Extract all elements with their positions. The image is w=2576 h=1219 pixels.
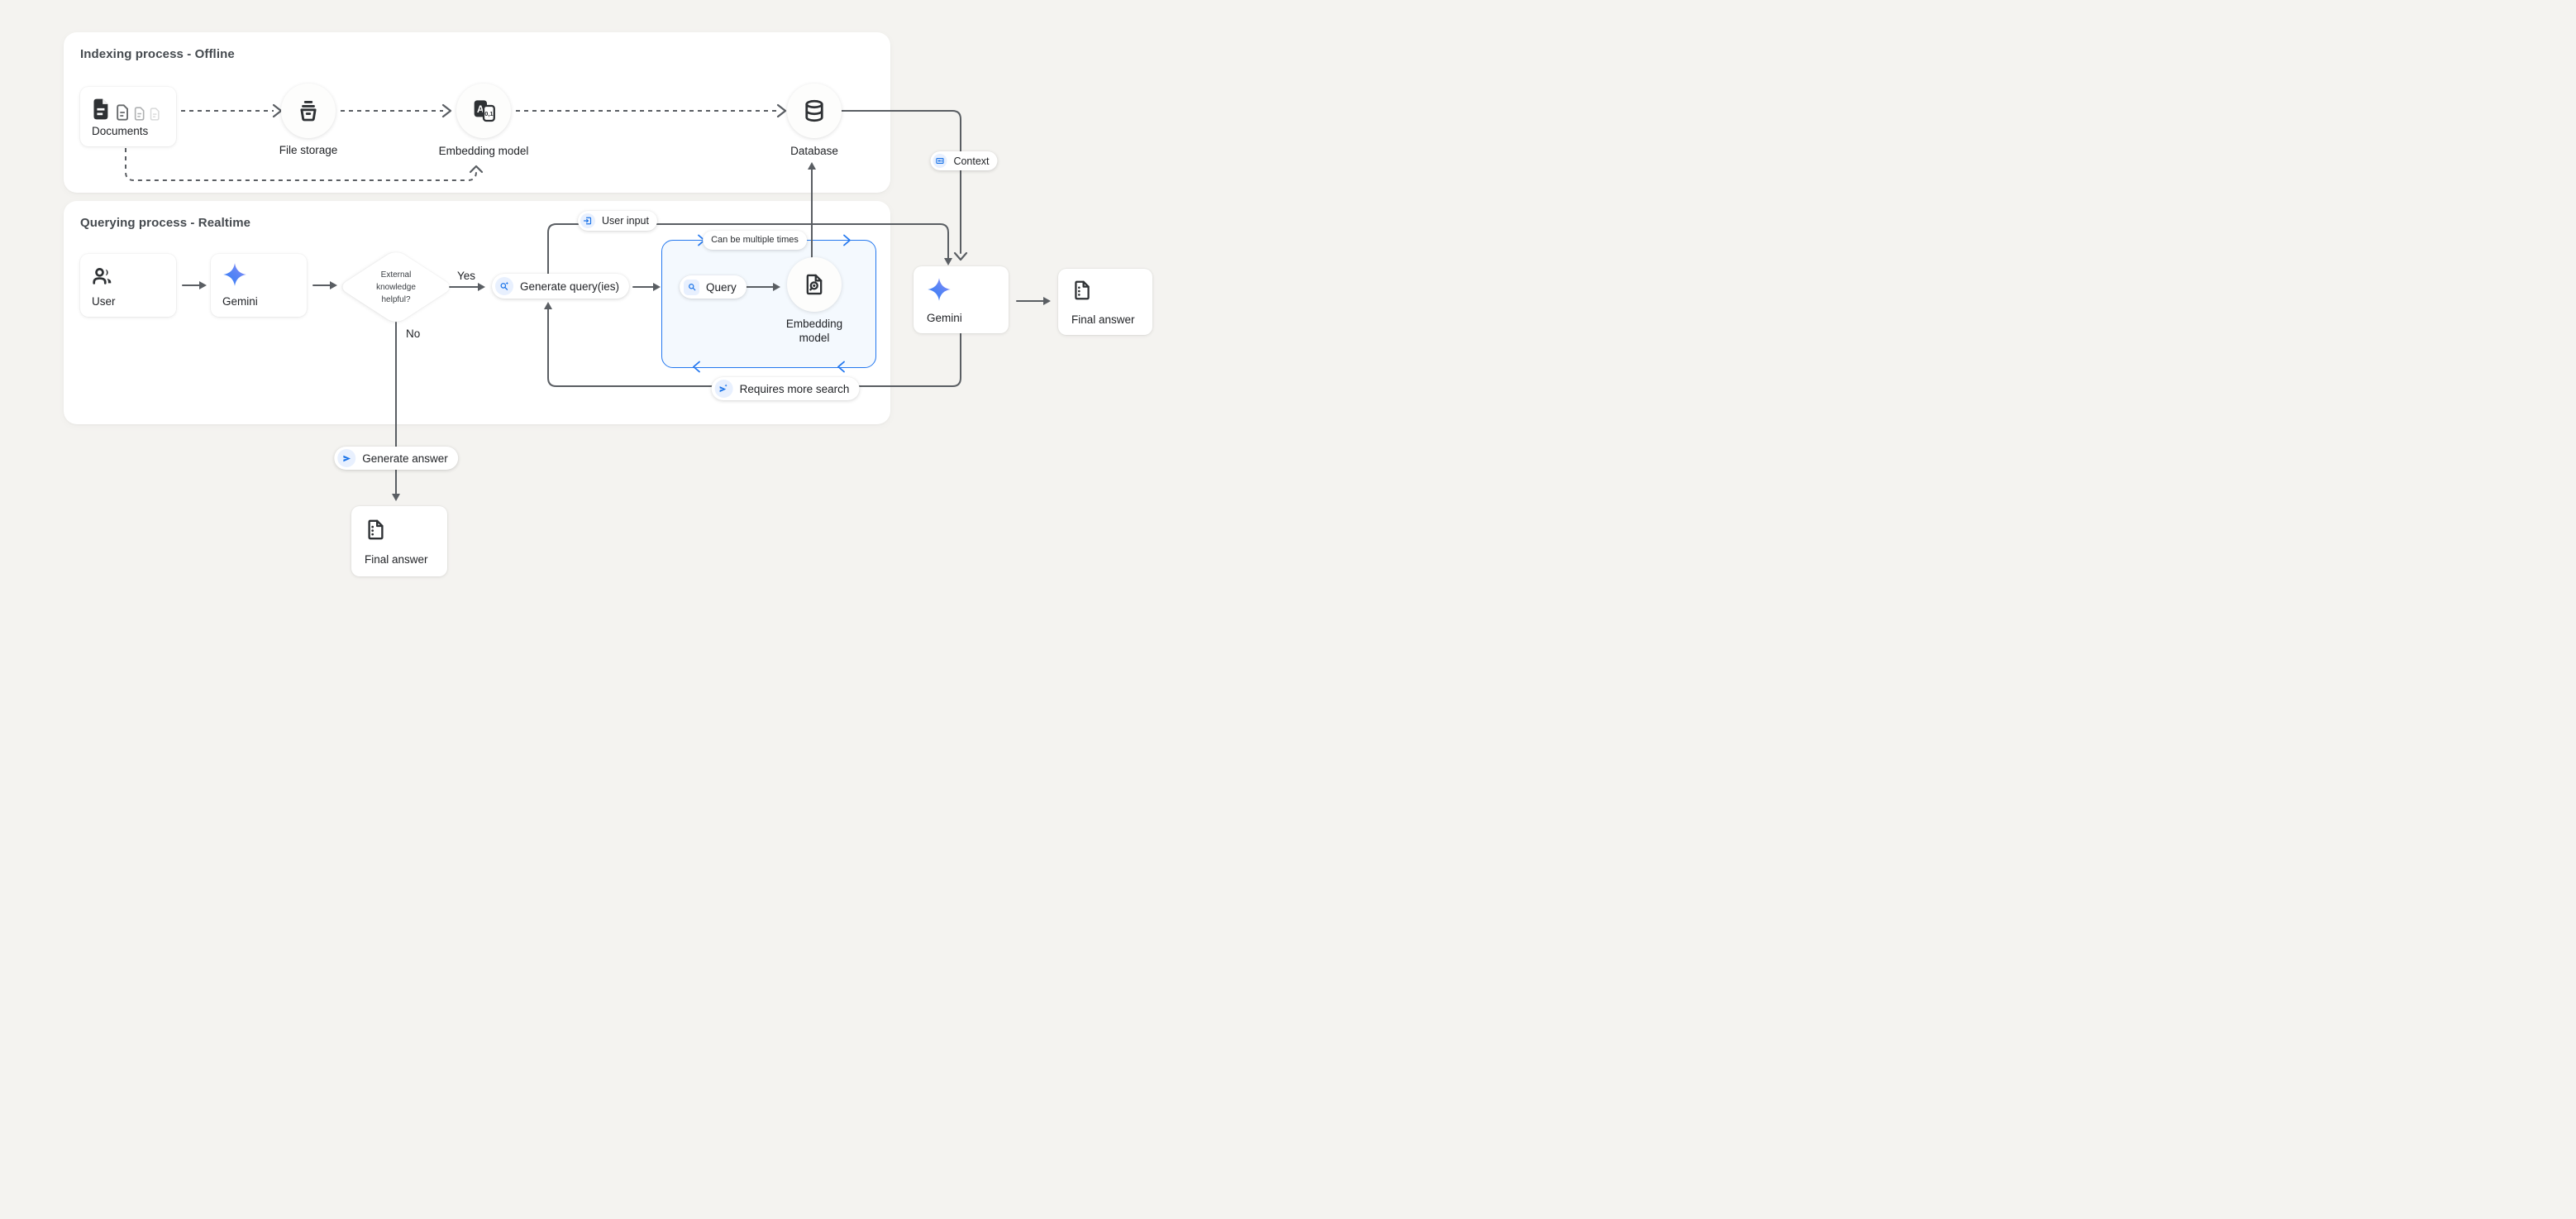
user-input-label: User input bbox=[602, 215, 649, 227]
article-icon bbox=[933, 154, 947, 168]
translate-embedding-icon: A 0,1 bbox=[474, 100, 495, 122]
embedding-realtime-label: Embedding model bbox=[785, 318, 843, 344]
indexing-panel-title: Indexing process - Offline bbox=[80, 47, 235, 61]
query-loop-box bbox=[661, 240, 876, 368]
context-badge-label: Context bbox=[953, 155, 990, 167]
input-login-icon bbox=[580, 213, 596, 228]
search-icon bbox=[684, 279, 699, 295]
node-final-answer-bottom: Final answer bbox=[351, 506, 447, 576]
send-sparkle-icon bbox=[714, 380, 733, 398]
database-icon bbox=[805, 99, 823, 122]
can-be-multiple-times-label: Can be multiple times bbox=[711, 235, 799, 245]
node-gemini-right: Gemini bbox=[914, 266, 1009, 333]
node-embedding-offline: A 0,1 bbox=[456, 84, 511, 138]
requires-more-search-badge: Requires more search bbox=[711, 377, 860, 400]
yes-edge-label: Yes bbox=[457, 270, 476, 282]
file-storage-label: File storage bbox=[279, 144, 338, 156]
final-answer-bottom-label: Final answer bbox=[365, 553, 428, 566]
documents-label: Documents bbox=[92, 125, 149, 137]
generate-queries-pill: Generate query(ies) bbox=[492, 274, 630, 299]
requires-more-search-label: Requires more search bbox=[739, 382, 850, 395]
answer-document-icon bbox=[368, 519, 384, 540]
search-sparkle-icon bbox=[495, 277, 513, 295]
document-search-icon bbox=[806, 274, 823, 295]
node-decision: External knowledge helpful? bbox=[337, 249, 455, 325]
send-icon bbox=[337, 449, 356, 467]
can-be-multiple-times-badge: Can be multiple times bbox=[703, 230, 807, 250]
diagram-canvas: Indexing process - Offline Querying proc… bbox=[0, 0, 1288, 614]
user-label: User bbox=[92, 295, 116, 308]
querying-panel-title: Querying process - Realtime bbox=[80, 216, 251, 230]
svg-text:A: A bbox=[477, 103, 484, 115]
generate-answer-badge: Generate answer bbox=[334, 447, 458, 470]
node-documents: Documents bbox=[80, 87, 176, 146]
query-label: Query bbox=[706, 280, 737, 294]
gemini-left-label: Gemini bbox=[222, 295, 258, 308]
svg-text:0,1: 0,1 bbox=[484, 110, 493, 117]
database-label: Database bbox=[790, 145, 838, 157]
node-embedding-realtime bbox=[787, 257, 842, 312]
generate-queries-label: Generate query(ies) bbox=[520, 280, 620, 293]
users-icon bbox=[93, 268, 112, 284]
context-badge: Context bbox=[930, 151, 998, 170]
answer-document-icon bbox=[1075, 280, 1090, 300]
gemini-star-icon bbox=[928, 278, 951, 301]
generate-answer-label: Generate answer bbox=[362, 452, 448, 465]
query-pill: Query bbox=[680, 275, 747, 299]
final-answer-right-label: Final answer bbox=[1071, 313, 1135, 326]
storage-bucket-icon bbox=[300, 100, 317, 122]
no-edge-label: No bbox=[406, 327, 421, 340]
context-open-arrowhead bbox=[953, 251, 968, 261]
node-final-answer-right: Final answer bbox=[1058, 269, 1152, 335]
gemini-star-icon bbox=[223, 263, 246, 286]
node-database bbox=[787, 84, 842, 138]
decision-label: External knowledge helpful? bbox=[376, 270, 416, 304]
node-gemini-left: Gemini bbox=[211, 254, 307, 317]
user-input-badge: User input bbox=[578, 211, 657, 231]
node-file-storage bbox=[281, 84, 336, 138]
gemini-right-label: Gemini bbox=[927, 312, 962, 324]
node-user: User bbox=[80, 254, 176, 317]
embedding-offline-label: Embedding model bbox=[438, 145, 529, 157]
documents-icon bbox=[90, 97, 161, 122]
